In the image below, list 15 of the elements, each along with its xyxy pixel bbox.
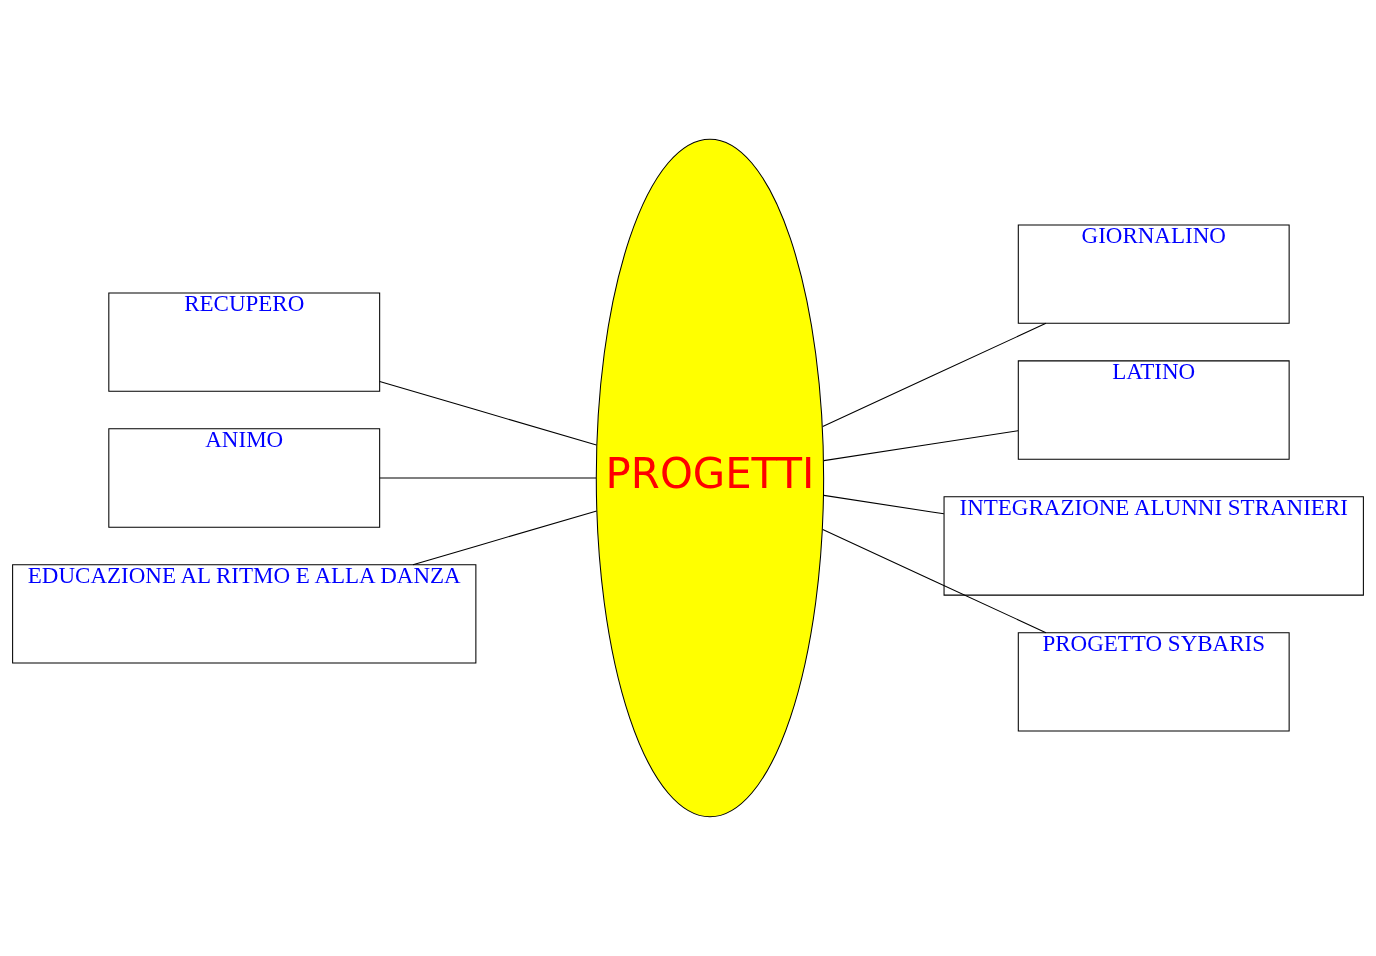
connector xyxy=(823,494,945,515)
node-box: PROGETTO SYBARIS xyxy=(1017,632,1290,732)
connector xyxy=(822,322,1047,427)
connector xyxy=(822,529,1047,634)
node-box: LATINO xyxy=(1017,360,1290,460)
connector xyxy=(379,477,597,479)
node-box: EDUCAZIONE AL RITMO E ALLA DANZA xyxy=(12,564,477,664)
node-ellipse: PROGETTI xyxy=(595,138,825,818)
node-box: GIORNALINO xyxy=(1017,224,1290,324)
connector xyxy=(412,510,598,566)
node-box: INTEGRAZIONE ALUNNI STRANIERI xyxy=(943,496,1364,596)
connector xyxy=(379,380,597,446)
connector xyxy=(823,430,1019,462)
node-box: ANIMO xyxy=(108,428,381,528)
node-box: RECUPERO xyxy=(108,292,381,392)
